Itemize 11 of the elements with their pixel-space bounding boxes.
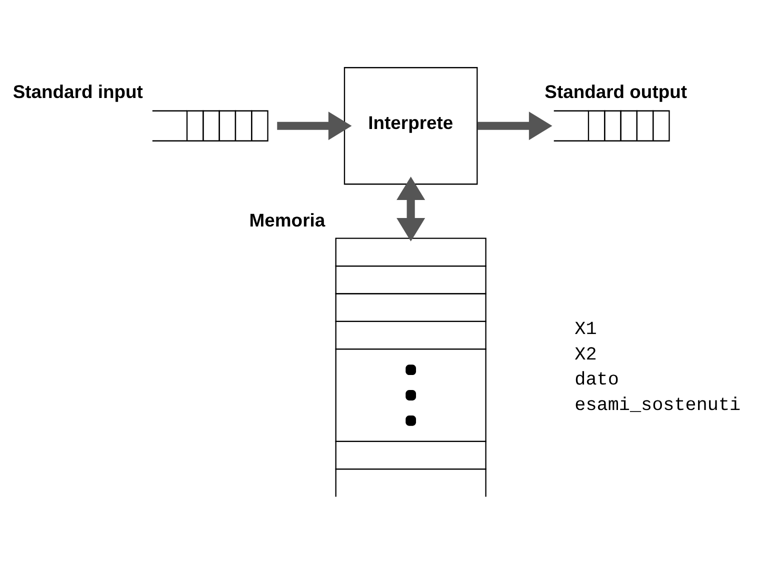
node-label: Standard output [544, 80, 688, 102]
label: X1 [574, 318, 597, 340]
arrow [277, 112, 352, 140]
arrow [396, 176, 426, 242]
node-box: Interprete [344, 67, 478, 185]
node-label: Standard input [12, 80, 143, 102]
arrow [477, 112, 552, 140]
label: X2 [574, 344, 597, 366]
node-label: Memoria [249, 210, 326, 231]
label: esami_sostenuti [574, 395, 741, 416]
label: dato [574, 370, 619, 391]
